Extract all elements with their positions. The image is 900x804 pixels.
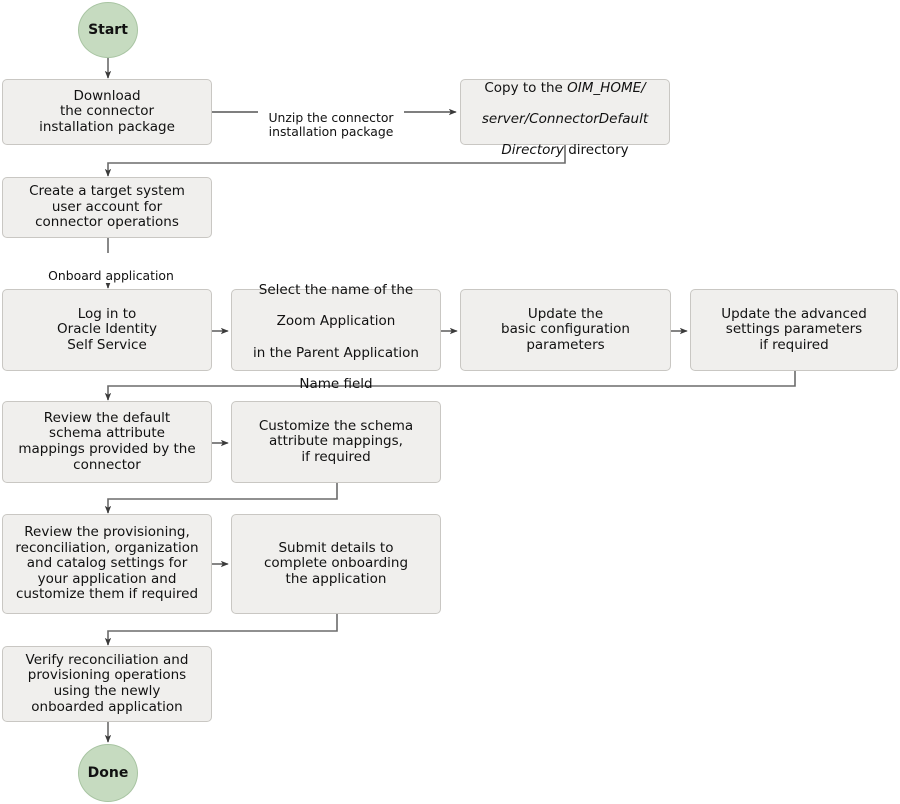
- copy-line1-italic: OIM_HOME/: [567, 79, 646, 96]
- node-basic-config-label: Update the basic configuration parameter…: [501, 305, 630, 353]
- node-advanced-settings: Update the advanced settings parameters …: [690, 289, 898, 371]
- node-select-name-label: Select the name of the Zoom Application …: [238, 268, 434, 393]
- terminator-start-label: Start: [88, 22, 128, 38]
- terminator-start: Start: [78, 2, 138, 58]
- node-download-label: Download the connector installation pack…: [39, 87, 175, 135]
- edge-advanced-to-review-schema: [104, 370, 796, 401]
- node-log-in-label: Log in to Oracle Identity Self Service: [57, 305, 157, 353]
- edge-label-unzip-text: Unzip the connector installation package: [268, 109, 394, 140]
- copy-line1-plain: Copy to the: [484, 79, 568, 96]
- node-review-settings-label: Review the provisioning, reconciliation,…: [15, 524, 199, 603]
- node-basic-config: Update the basic configuration parameter…: [460, 289, 671, 371]
- edge-copy-to-create-account: [104, 145, 566, 177]
- select-line4: Name field: [299, 375, 373, 392]
- node-copy-to-oim-label: Copy to the OIM_HOME/ server/ConnectorDe…: [467, 65, 663, 159]
- select-line2-highlight: Zoom Application: [275, 313, 397, 330]
- node-verify-label: Verify reconciliation and provisioning o…: [25, 651, 189, 715]
- select-line1: Select the name of the: [258, 282, 414, 299]
- terminator-done-label: Done: [87, 765, 129, 781]
- node-download: Download the connector installation pack…: [2, 79, 212, 145]
- terminator-done: Done: [78, 744, 138, 802]
- node-create-account: Create a target system user account for …: [2, 177, 212, 238]
- node-customize-schema: Customize the schema attribute mappings,…: [231, 401, 441, 483]
- edge-customize-to-review-settings: [104, 482, 338, 514]
- copy-line3-plain: directory: [563, 142, 629, 159]
- node-customize-schema-label: Customize the schema attribute mappings,…: [258, 417, 414, 465]
- node-submit-details-label: Submit details to complete onboarding th…: [263, 539, 409, 587]
- node-review-schema-label: Review the default schema attribute mapp…: [18, 409, 196, 473]
- node-review-schema: Review the default schema attribute mapp…: [2, 401, 212, 483]
- node-verify: Verify reconciliation and provisioning o…: [2, 646, 212, 722]
- copy-line3-italic: Directory: [501, 142, 564, 159]
- edge-label-unzip: Unzip the connector installation package: [258, 96, 404, 140]
- node-advanced-settings-label: Update the advanced settings parameters …: [721, 305, 867, 353]
- node-submit-details: Submit details to complete onboarding th…: [231, 514, 441, 614]
- node-review-settings: Review the provisioning, reconciliation,…: [2, 514, 212, 614]
- edge-submit-to-verify: [104, 614, 338, 646]
- node-select-name: Select the name of the Zoom Application …: [231, 282, 441, 392]
- edge-label-onboard: Onboard application: [33, 254, 189, 284]
- select-line3: in the Parent Application: [253, 344, 419, 361]
- copy-line2-italic: server/ConnectorDefault: [481, 111, 649, 127]
- node-create-account-label: Create a target system user account for …: [29, 183, 185, 231]
- node-copy-to-oim: Copy to the OIM_HOME/ server/ConnectorDe…: [460, 79, 670, 158]
- node-log-in: Log in to Oracle Identity Self Service: [2, 289, 212, 371]
- edge-label-onboard-text: Onboard application: [48, 267, 174, 283]
